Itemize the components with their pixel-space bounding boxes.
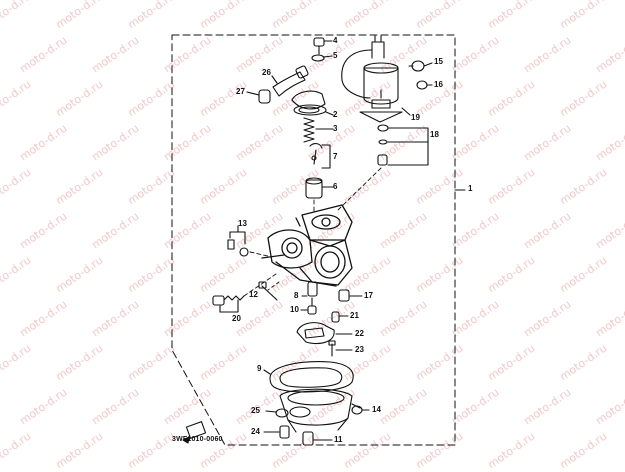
callout-13: 13 — [238, 219, 247, 228]
drain-screw-14 — [351, 403, 370, 415]
screw-15 — [408, 60, 433, 72]
callout-6: 6 — [333, 182, 338, 191]
callout-3: 3 — [333, 124, 338, 133]
callout-25: 25 — [251, 406, 260, 415]
callout-11: 11 — [334, 435, 343, 444]
diagram-code: 3WF1010-0060 — [172, 436, 223, 443]
callout-9: 9 — [257, 364, 262, 373]
callout-23: 23 — [355, 345, 364, 354]
callout-24: 24 — [251, 427, 260, 436]
callout-7: 7 — [333, 152, 338, 161]
callout-1: 1 — [468, 184, 473, 193]
main-jet-8 — [301, 281, 318, 297]
screw-12 — [258, 281, 280, 301]
callout-16: 16 — [434, 80, 443, 89]
idle-screw-13 — [227, 225, 269, 257]
throttle-valve-6 — [305, 177, 334, 199]
assembly-boundary — [171, 34, 456, 446]
pilot-jet-21 — [331, 311, 349, 323]
carburetor-body — [261, 204, 353, 287]
jet-10 — [300, 297, 317, 315]
starter-19 — [341, 35, 411, 123]
spring-3 — [303, 117, 334, 143]
callout-15: 15 — [434, 57, 443, 66]
gasket-9 — [263, 361, 354, 393]
callout-5: 5 — [333, 51, 338, 60]
fuel-hose-26 — [271, 65, 309, 97]
top-cap — [291, 90, 334, 116]
needle-valve-23 — [328, 340, 353, 357]
float-chamber — [279, 388, 353, 433]
callout-17: 17 — [364, 291, 373, 300]
callout-14: 14 — [372, 405, 381, 414]
callout-20: 20 — [232, 314, 241, 323]
callout-8: 8 — [294, 291, 299, 300]
float-22 — [296, 322, 353, 345]
screw-20 — [212, 273, 277, 313]
callout-27: 27 — [236, 87, 245, 96]
front-direction-icon — [182, 421, 207, 444]
washer-25 — [265, 408, 289, 418]
callout-22: 22 — [355, 329, 364, 338]
callout-26: 26 — [262, 68, 271, 77]
callout-19: 19 — [411, 113, 420, 122]
plunger-parts-18 — [377, 124, 429, 166]
washer-16 — [416, 80, 433, 90]
callout-12: 12 — [249, 290, 258, 299]
plug-17 — [338, 289, 363, 302]
callout-21: 21 — [350, 311, 359, 320]
bolt-4 — [313, 37, 333, 55]
callout-2: 2 — [333, 110, 338, 119]
callout-18: 18 — [430, 130, 439, 139]
screw-24 — [263, 425, 290, 439]
needle-set-7 — [309, 143, 331, 169]
plug-11 — [302, 431, 333, 446]
callout-4: 4 — [333, 36, 338, 45]
callout-10: 10 — [290, 305, 299, 314]
clamp-27 — [246, 89, 271, 104]
washer-5 — [311, 54, 333, 62]
